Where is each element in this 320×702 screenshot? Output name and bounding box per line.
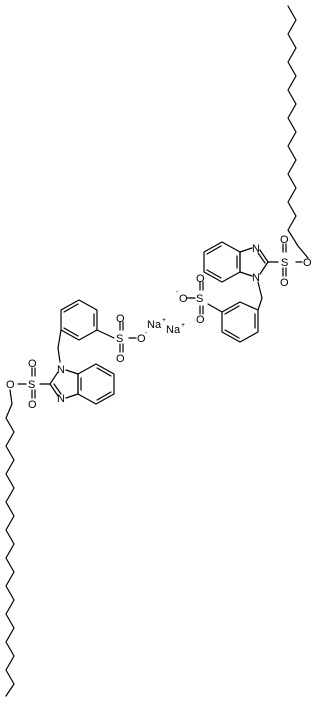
sodium-1-label: Na xyxy=(147,319,162,331)
lower-n1-label: N xyxy=(57,364,65,376)
lower-c3a-n3 xyxy=(65,393,79,399)
upper-sulfonate-s-label: S xyxy=(196,293,203,305)
lower-fused-benzene-double-1 xyxy=(96,367,112,377)
lower-n1-c7a xyxy=(65,369,79,375)
lower-phenyl-double-2 xyxy=(63,303,79,313)
upper-phenyl-double-1 xyxy=(224,305,240,315)
lower-sulfonate-o-bottom-label: O xyxy=(116,353,125,365)
lower-sulfonate-o-minus-label: O xyxy=(137,333,146,345)
upper-ch2-aryl xyxy=(257,297,263,311)
lower-ch2-n1 xyxy=(57,347,61,363)
lower-sulfonyl-o-top-label: O xyxy=(28,358,37,370)
lower-fused-benzene-double-2 xyxy=(96,391,112,401)
sodium-2-label: Na xyxy=(166,324,181,336)
upper-ester-o-label: O xyxy=(303,257,312,269)
upper-ester-s-label: S xyxy=(281,257,288,269)
upper-c2-n3-double xyxy=(257,252,266,264)
lower-aryl-ch2 xyxy=(57,329,62,349)
lower-left-anion: S O O O - N N S O O O xyxy=(5,299,148,697)
lower-phenyl-double-3 xyxy=(63,327,79,337)
upper-sulfonate-o-top-label: O xyxy=(196,273,205,285)
upper-phenyl-ring xyxy=(221,301,259,343)
lower-phenyl-ring xyxy=(60,299,98,341)
upper-n1-label: N xyxy=(252,272,260,284)
upper-n3-label: N xyxy=(252,243,260,255)
lower-ester-o-label: O xyxy=(6,379,15,391)
upper-sulfonate-o-minus-label: O xyxy=(179,293,188,305)
upper-fused-benzene-double-1 xyxy=(206,245,222,255)
upper-fused-benzene-double-2 xyxy=(206,269,222,279)
upper-c2-n3 xyxy=(259,249,269,263)
lower-sulfonate-s-label: S xyxy=(116,333,123,345)
lower-sulfonate-o-top-label: O xyxy=(116,313,125,325)
upper-fused-benzene xyxy=(203,241,241,283)
upper-alkyl-chain xyxy=(287,5,309,259)
lower-n3-c2-double xyxy=(53,383,62,395)
lower-sulfonyl-o-bottom-label: O xyxy=(28,399,37,411)
upper-minus-charge: - xyxy=(176,289,179,296)
upper-aryl-s-bond xyxy=(207,303,223,313)
upper-sulfonyl-o-top-label: O xyxy=(280,234,289,246)
upper-right-anion: O S O O N N S O O O - xyxy=(176,5,312,343)
upper-sulfonyl-o-bottom-label: O xyxy=(280,277,289,289)
upper-n3-c3a xyxy=(239,247,253,253)
lower-n3-label: N xyxy=(57,393,65,405)
lower-fused-benzene xyxy=(77,363,115,405)
lower-n3-c2 xyxy=(49,383,59,397)
upper-sulfonate-o-bottom-label: O xyxy=(196,314,205,326)
lower-minus-charge: - xyxy=(145,330,148,337)
lower-ester-s-label: S xyxy=(28,379,35,391)
upper-c7a-n1 xyxy=(239,271,253,277)
lower-aryl-s-bond xyxy=(96,329,115,339)
sodium-2-charge: + xyxy=(181,322,185,329)
sodium-ions: Na + Na + xyxy=(147,317,185,336)
upper-n1-ch2 xyxy=(257,281,263,299)
upper-phenyl-double-2 xyxy=(224,329,240,339)
lower-c2-n1 xyxy=(49,371,59,385)
sodium-1-charge: + xyxy=(162,317,166,324)
upper-n1-c2 xyxy=(259,261,269,275)
lower-alkyl-chain xyxy=(5,389,15,697)
